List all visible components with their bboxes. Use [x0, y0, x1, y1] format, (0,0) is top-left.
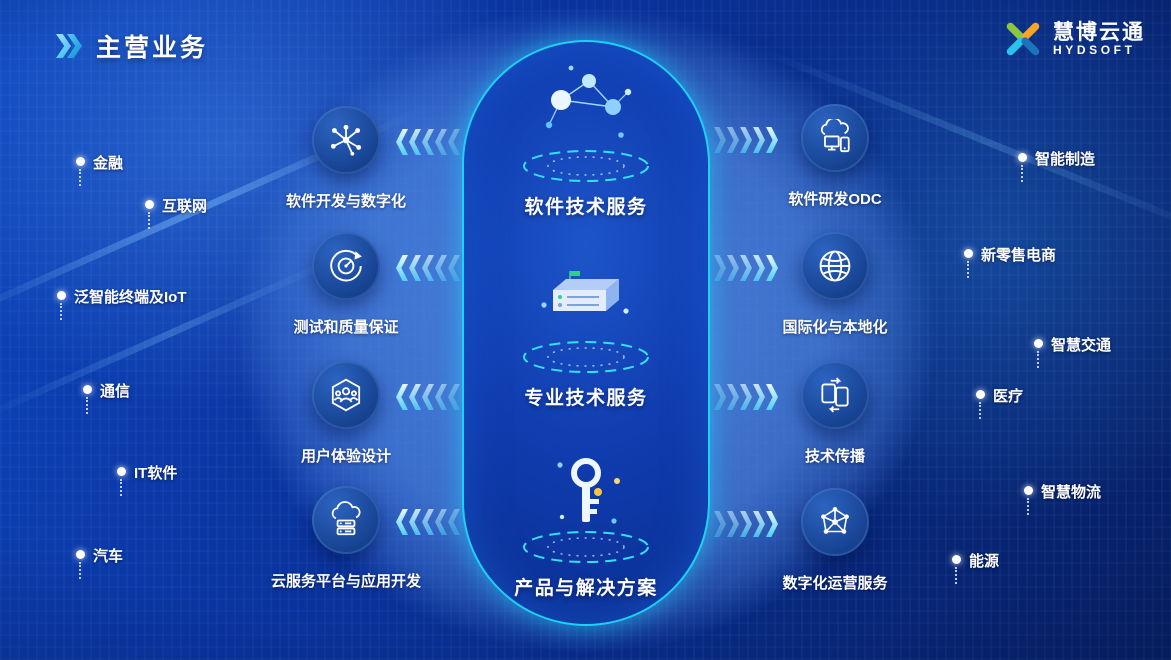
molecule-cluster-icon [523, 65, 649, 182]
industry-label: 泛智能终端及IoT [74, 289, 187, 306]
map-pin-icon [57, 291, 66, 320]
industry-label: 智能制造 [1035, 151, 1096, 168]
arrow-flight-right-icon [714, 382, 778, 412]
industry-label: IT软件 [134, 465, 178, 482]
service-label: 数字化运营服务 [782, 575, 888, 592]
service-node-testing-qa: 测试和质量保证 [246, 232, 446, 337]
industry-label: 新零售电商 [981, 247, 1057, 264]
company-logo: 慧博云通 HYDSOFT [1002, 18, 1145, 60]
globe-icon [801, 232, 869, 300]
industry-item: 智慧交通 [1034, 334, 1112, 368]
service-node-cloud-platform: 云服务平台与应用开发 [246, 486, 446, 591]
industry-label: 互联网 [162, 198, 208, 215]
industry-item: 金融 [76, 152, 124, 186]
core-item-label: 软件技术服务 [524, 197, 648, 218]
page-header: 主营业务 [56, 28, 208, 64]
service-node-globalization: 国际化与本地化 [735, 232, 935, 337]
map-pin-icon [145, 200, 154, 229]
service-label: 云服务平台与应用开发 [270, 573, 421, 590]
digital-network-icon [801, 488, 869, 556]
arrow-flight-right-icon [714, 509, 778, 539]
core-item-products-solutions: 产品与解决方案 [500, 437, 672, 600]
map-pin-icon [976, 390, 985, 419]
map-pin-icon [117, 467, 126, 496]
industry-label: 金融 [93, 155, 124, 172]
map-pin-icon [83, 385, 92, 414]
key-icon [523, 458, 649, 563]
device-sync-icon [801, 361, 869, 429]
arrow-flight-left-icon [396, 382, 460, 412]
service-label: 技术传播 [804, 448, 865, 465]
industry-label: 能源 [969, 553, 1000, 570]
service-label: 用户体验设计 [300, 448, 391, 465]
industry-item: 泛智能终端及IoT [57, 286, 187, 320]
core-item-professional-services: 专业技术服务 [500, 247, 672, 410]
service-node-ux-design: 用户体验设计 [246, 361, 446, 466]
cloud-devices-icon [801, 104, 869, 172]
industry-label: 汽车 [93, 548, 124, 565]
double-chevron-icon [56, 34, 82, 58]
industry-item: 汽车 [76, 545, 124, 579]
industry-item: 新零售电商 [964, 244, 1057, 278]
service-label: 软件开发与数字化 [285, 193, 406, 210]
service-node-tech-communication: 技术传播 [735, 361, 935, 466]
page-title: 主营业务 [96, 34, 209, 62]
map-pin-icon [76, 157, 85, 186]
cloud-server-icon [312, 486, 380, 554]
server-box-icon [523, 270, 649, 373]
service-node-digital-operations: 数字化运营服务 [735, 488, 935, 593]
core-services-capsule: 软件技术服务 专业技术服务 [462, 40, 710, 626]
core-item-label: 专业技术服务 [524, 387, 648, 409]
network-nodes-icon [312, 106, 380, 174]
map-pin-icon [76, 550, 85, 579]
industry-item: IT软件 [117, 462, 178, 496]
industry-item: 医疗 [976, 385, 1024, 419]
hydsoft-logo-icon [1006, 22, 1040, 56]
quality-gauge-icon [312, 232, 380, 300]
industry-label: 医疗 [993, 388, 1024, 405]
logo-name-cn: 慧博云通 [1053, 20, 1145, 44]
industry-item: 智能制造 [1018, 148, 1096, 182]
arrow-flight-left-icon [396, 253, 460, 283]
map-pin-icon [952, 555, 961, 584]
service-label: 测试和质量保证 [293, 319, 399, 336]
core-item-software-services: 软件技术服务 [500, 56, 672, 219]
industry-item: 能源 [952, 550, 1000, 584]
map-pin-icon [1034, 339, 1043, 368]
industry-label: 智慧交通 [1051, 337, 1112, 354]
service-node-software-dev: 软件开发与数字化 [246, 106, 446, 211]
core-item-label: 产品与解决方案 [514, 578, 658, 599]
arrow-flight-left-icon [396, 127, 460, 157]
map-pin-icon [1018, 153, 1027, 182]
industry-item: 通信 [83, 380, 131, 414]
arrow-flight-left-icon [396, 507, 460, 537]
industry-item: 智慧物流 [1024, 481, 1102, 515]
industry-label: 智慧物流 [1041, 484, 1102, 501]
arrow-flight-right-icon [714, 253, 778, 283]
user-experience-icon [312, 361, 380, 429]
industry-label: 通信 [100, 383, 131, 400]
map-pin-icon [964, 249, 973, 278]
service-label: 软件研发ODC [788, 191, 882, 208]
arrow-flight-right-icon [714, 125, 778, 155]
map-pin-icon [1024, 486, 1033, 515]
industry-item: 互联网 [145, 195, 208, 229]
logo-name-en: HYDSOFT [1053, 43, 1136, 58]
service-node-odc: 软件研发ODC [735, 104, 935, 209]
logo-text: 慧博云通 HYDSOFT [1053, 21, 1145, 58]
service-label: 国际化与本地化 [782, 319, 888, 336]
